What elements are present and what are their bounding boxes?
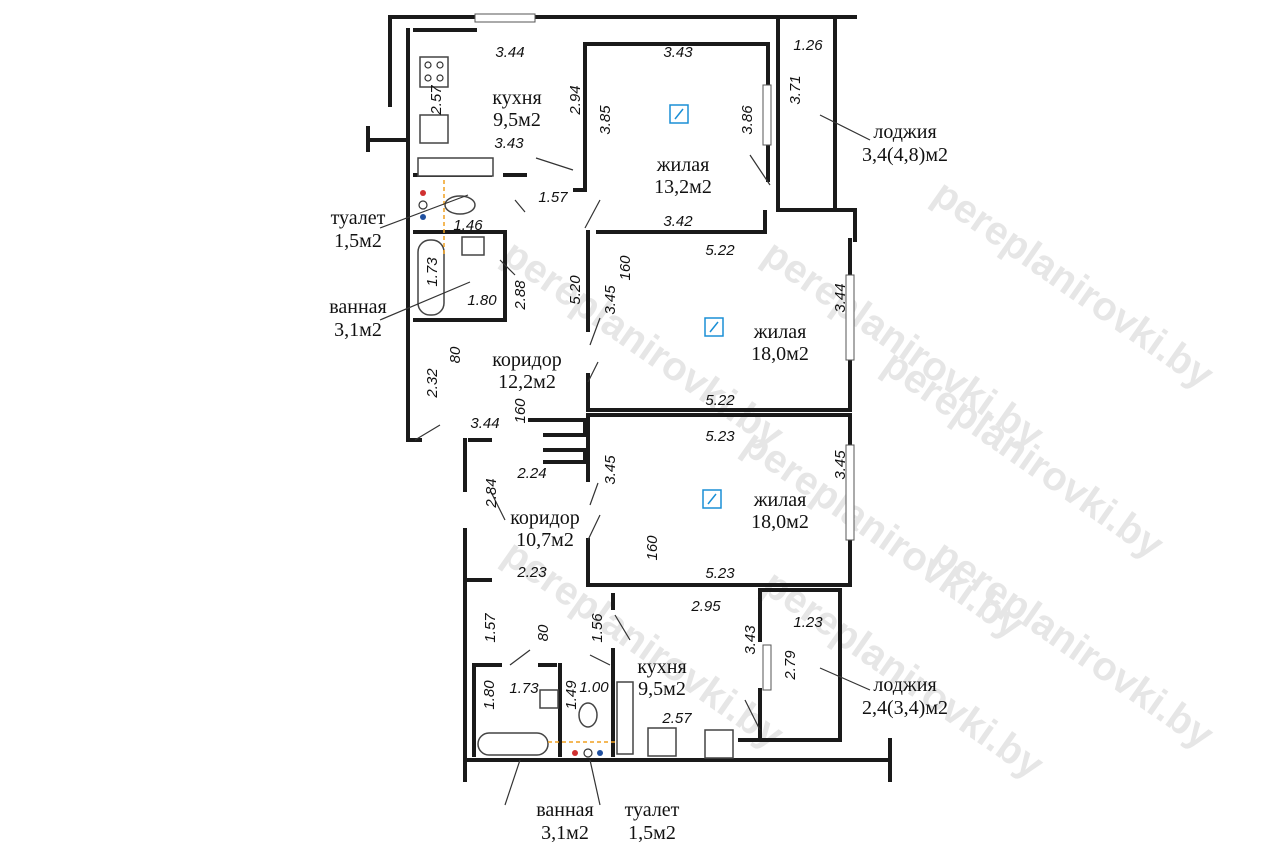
dimension: 1.57: [538, 189, 568, 206]
leader-lines: [379, 114, 871, 806]
washbasin-icon: [461, 236, 485, 256]
radiator-icon: [702, 489, 722, 509]
room-area: 18,0м2: [751, 511, 809, 533]
panel-icons: [669, 104, 724, 509]
bathtub-icon: [477, 732, 549, 756]
sink-icon: [419, 114, 449, 144]
room-area: 1,5м2: [334, 230, 382, 252]
dimension: 1.00: [579, 679, 609, 696]
dimension: 3.71: [787, 75, 804, 104]
dimension: 3.43: [663, 44, 693, 61]
room-name: коридор: [510, 507, 580, 529]
dimension: 3.45: [602, 455, 619, 485]
toilet-icon: [444, 195, 476, 215]
room-area: 9,5м2: [638, 678, 686, 700]
walls: [366, 13, 892, 782]
dimension: 3.85: [597, 105, 614, 135]
dimension: 160: [512, 398, 529, 424]
dimension: 1.49: [563, 680, 580, 710]
room-name: кухня: [637, 656, 686, 678]
dimension: 1.80: [467, 292, 497, 309]
room-name: жилая: [753, 321, 807, 343]
dimension: 3.43: [742, 625, 759, 655]
room-name: жилая: [656, 154, 710, 176]
dimension: 2.24: [516, 465, 546, 482]
dimension: 2.57: [428, 85, 445, 116]
stove-icon: [704, 729, 734, 759]
dimension: 3.45: [602, 285, 619, 315]
dimension: 2.57: [661, 710, 692, 727]
dimension: 3.45: [832, 450, 849, 480]
room-name: лоджия: [873, 121, 936, 143]
room-name: ванная: [329, 296, 387, 318]
dimension: 3.86: [739, 105, 756, 135]
dimension: 1.73: [509, 680, 539, 697]
room-name: лоджия: [873, 674, 936, 696]
dimension: 160: [644, 535, 661, 561]
dimension: 1.56: [589, 613, 606, 643]
room-area: 18,0м2: [751, 343, 809, 365]
dimension: 5.23: [705, 565, 735, 582]
room-area: 2,4(3,4)м2: [862, 697, 948, 719]
fixtures: [417, 56, 734, 759]
dimension: 2.88: [512, 280, 529, 311]
dimension: 2.32: [424, 368, 441, 399]
radiator-icon: [704, 317, 724, 337]
dimension: 3.43: [494, 135, 524, 152]
dimension: 160: [617, 255, 634, 281]
dimension: 2.94: [567, 85, 584, 115]
room-area: 9,5м2: [493, 109, 541, 131]
dimension: 2.84: [483, 478, 500, 508]
room-area: 13,2м2: [654, 176, 712, 198]
dimension: 1.23: [793, 614, 823, 631]
room-name: коридор: [492, 349, 562, 371]
dimension: 80: [535, 624, 552, 641]
room-area: 1,5м2: [628, 822, 676, 844]
stove-icon: [419, 56, 449, 88]
dimension: 1.46: [453, 217, 483, 234]
dimension: 3.44: [470, 415, 499, 432]
room-labels: кухня 9,5м2 жилая 13,2м2 лоджия 3,4(4,8)…: [329, 87, 948, 844]
watermark: pereplanirovki.by: [495, 231, 792, 457]
dimension: 5.22: [705, 242, 735, 259]
room-area: 3,4(4,8)м2: [862, 144, 948, 166]
room-name: ванная: [536, 799, 594, 821]
dimension-labels: 3.44 2.57 2.94 3.43 3.43 3.85 3.86 3.42 …: [424, 37, 849, 727]
washbasin-icon: [539, 689, 559, 709]
dimension: 2.95: [690, 598, 721, 615]
dimension: 1.26: [793, 37, 823, 54]
dimension: 3.42: [663, 213, 693, 230]
dimension: 5.22: [705, 392, 735, 409]
room-name: туалет: [331, 207, 386, 229]
dimension: 1.80: [481, 680, 498, 710]
dimension: 2.79: [782, 650, 799, 681]
room-area: 10,7м2: [516, 529, 574, 551]
radiator-icon: [669, 104, 689, 124]
counter-icon: [616, 681, 634, 755]
dimension: 80: [447, 346, 464, 363]
counter-icon: [417, 157, 494, 177]
room-area: 3,1м2: [334, 319, 382, 341]
dimension: 1.73: [424, 257, 441, 287]
dimension: 5.23: [705, 428, 735, 445]
dimension: 2.23: [516, 564, 547, 581]
room-name: кухня: [492, 87, 541, 109]
toilet-icon: [578, 702, 598, 728]
room-name: жилая: [753, 489, 807, 511]
dimension: 3.44: [495, 44, 524, 61]
dimension: 5.20: [567, 275, 584, 305]
room-name: туалет: [625, 799, 680, 821]
sink-icon: [647, 727, 677, 757]
room-area: 3,1м2: [541, 822, 589, 844]
door-swings: [414, 154, 771, 731]
dimension: 1.57: [482, 613, 499, 643]
dimension: 3.44: [832, 283, 849, 312]
room-area: 12,2м2: [498, 371, 556, 393]
